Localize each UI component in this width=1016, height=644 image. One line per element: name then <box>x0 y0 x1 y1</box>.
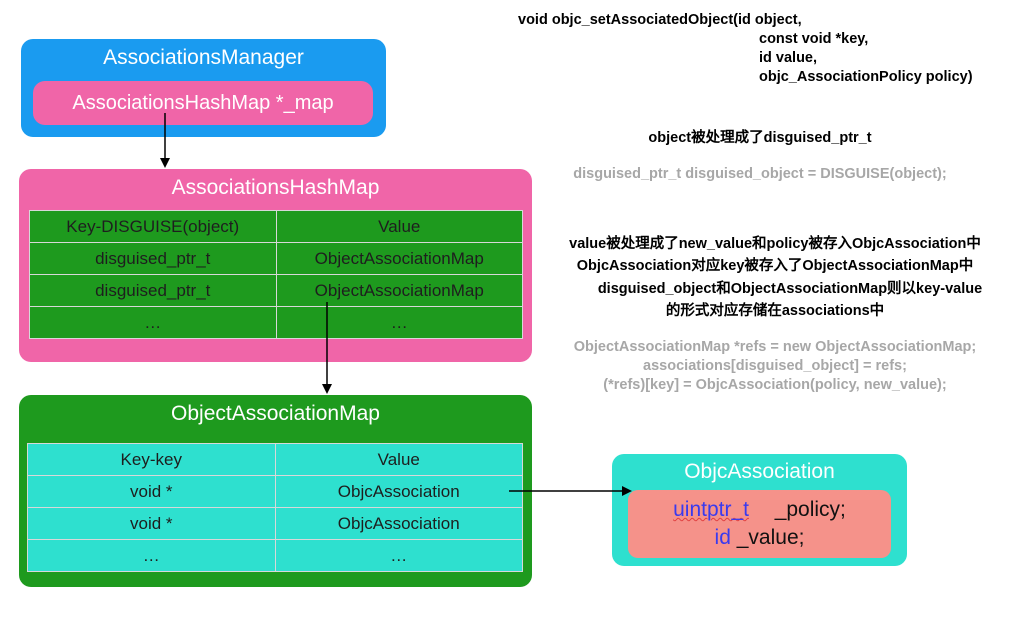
signature-line-4: objc_AssociationPolicy policy) <box>759 69 973 85</box>
signature-line-1: void objc_setAssociatedObject(id object, <box>518 12 802 28</box>
table-cell: ObjcAssociation <box>274 475 523 508</box>
associations-hashmap-title: AssociationsHashMap <box>171 176 380 199</box>
table-row: … … <box>29 306 523 339</box>
column-header-value: Value <box>275 210 523 243</box>
object-association-map-title: ObjectAssociationMap <box>171 402 380 425</box>
object-note: object被处理成了disguised_ptr_t <box>648 130 872 146</box>
value-note-4: 的形式对应存储在associations中 <box>665 303 885 319</box>
objc-association-fields: uintptr_t _policy; id _value; <box>628 490 891 558</box>
associations-map-field: AssociationsHashMap *_map <box>33 81 373 125</box>
objc-association-title: ObjcAssociation <box>684 460 835 483</box>
signature-line-3: id value, <box>759 50 818 66</box>
table-cell: disguised_ptr_t <box>29 274 277 307</box>
disguise-code: disguised_ptr_t disguised_object = DISGU… <box>573 166 947 182</box>
value-field: id _value; <box>628 524 891 552</box>
column-header-key: Key-key <box>27 443 276 476</box>
signature-line-2: const void *key, <box>759 31 869 47</box>
policy-type: uintptr_t <box>673 498 749 521</box>
table-cell: void * <box>27 475 276 508</box>
table-cell: … <box>274 539 523 572</box>
code-line-1: ObjectAssociationMap *refs = new ObjectA… <box>573 339 977 355</box>
objc-association-box: ObjcAssociation uintptr_t _policy; id _v… <box>612 454 907 566</box>
value-note-2: ObjcAssociation对应key被存入了ObjectAssociatio… <box>576 258 974 274</box>
table-row: void * ObjcAssociation <box>27 475 523 508</box>
policy-name: _policy; <box>774 498 846 521</box>
table-cell: … <box>29 306 277 339</box>
value-name: _value; <box>736 526 805 549</box>
object-association-map-box: ObjectAssociationMap Key-key Value void … <box>19 395 532 587</box>
table-row: disguised_ptr_t ObjectAssociationMap <box>29 242 523 275</box>
table-header-row: Key-DISGUISE(object) Value <box>29 210 523 243</box>
associations-hashmap-box: AssociationsHashMap Key-DISGUISE(object)… <box>19 169 532 362</box>
table-cell: ObjcAssociation <box>274 507 523 540</box>
table-header-row: Key-key Value <box>27 443 523 476</box>
table-row: void * ObjcAssociation <box>27 507 523 540</box>
table-cell: disguised_ptr_t <box>29 242 277 275</box>
table-row: … … <box>27 539 523 572</box>
column-header-value: Value <box>274 443 523 476</box>
table-cell: … <box>27 539 276 572</box>
table-cell: ObjectAssociationMap <box>275 274 523 307</box>
value-type: id <box>714 526 731 549</box>
associations-manager-title: AssociationsManager <box>103 46 304 69</box>
code-line-2: associations[disguised_object] = refs; <box>643 358 907 374</box>
table-cell: … <box>275 306 523 339</box>
policy-field: uintptr_t _policy; <box>628 496 891 524</box>
associations-hashmap-table: Key-DISGUISE(object) Value disguised_ptr… <box>29 210 523 339</box>
object-association-map-table: Key-key Value void * ObjcAssociation voi… <box>27 443 523 572</box>
value-note-1: value被处理成了new_value和policy被存入ObjcAssocia… <box>569 236 981 252</box>
table-row: disguised_ptr_t ObjectAssociationMap <box>29 274 523 307</box>
table-cell: ObjectAssociationMap <box>275 242 523 275</box>
code-line-3: (*refs)[key] = ObjcAssociation(policy, n… <box>603 377 947 393</box>
associations-manager-box: AssociationsManager AssociationsHashMap … <box>21 39 386 137</box>
value-note-3: disguised_object和ObjectAssociationMap则以k… <box>597 281 983 297</box>
